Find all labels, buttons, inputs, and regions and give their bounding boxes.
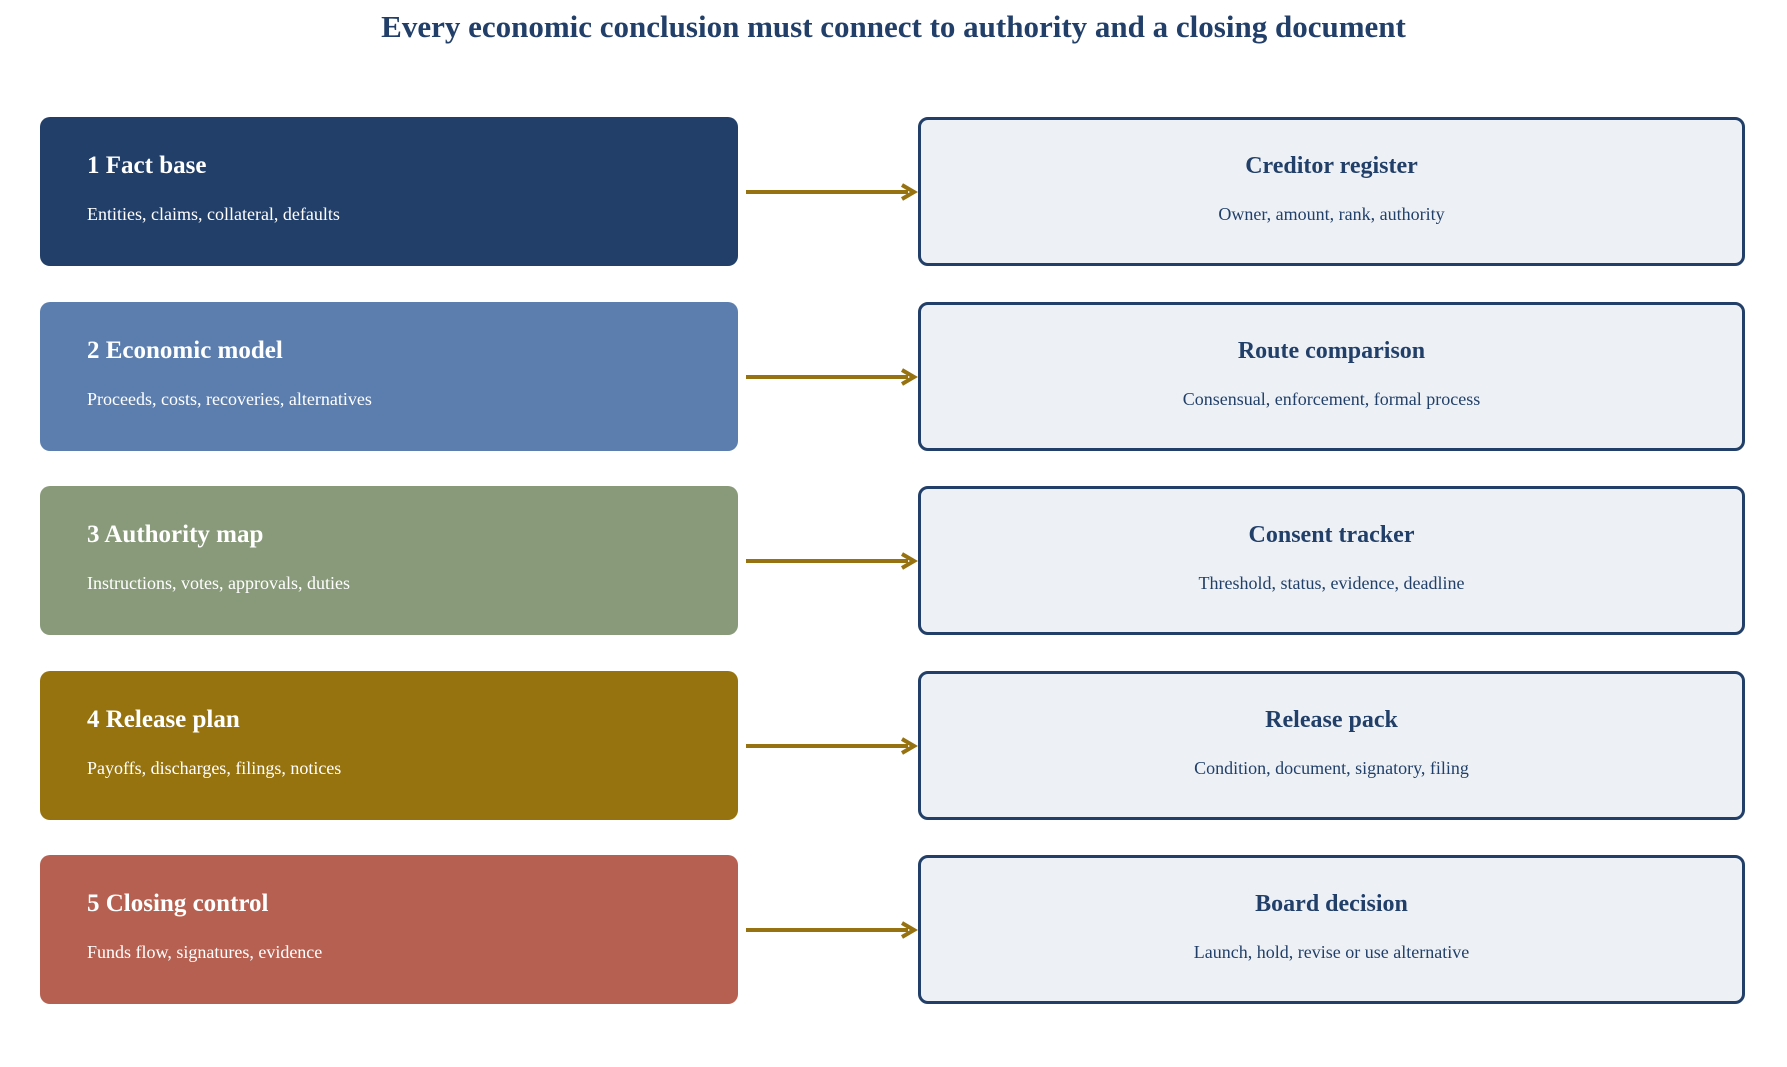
- flow-row-3: 3 Authority map Instructions, votes, app…: [0, 486, 1787, 635]
- output-title: Consent tracker: [1248, 522, 1415, 548]
- step-title: 2 Economic model: [87, 337, 283, 364]
- output-title: Board decision: [1255, 891, 1408, 917]
- step-subtitle: Payoffs, discharges, filings, notices: [87, 758, 342, 778]
- right-arrow-icon: [746, 552, 918, 570]
- output-box-route-comparison: Route comparison Consensual, enforcement…: [918, 302, 1745, 451]
- step-subtitle: Instructions, votes, approvals, duties: [87, 573, 350, 593]
- output-subtitle: Owner, amount, rank, authority: [1218, 204, 1445, 224]
- step-box-fact-base: 1 Fact base Entities, claims, collateral…: [40, 117, 738, 266]
- step-subtitle: Funds flow, signatures, evidence: [87, 942, 323, 962]
- output-box-board-decision: Board decision Launch, hold, revise or u…: [918, 855, 1745, 1004]
- output-title: Creditor register: [1245, 153, 1418, 179]
- step-box-economic-model: 2 Economic model Proceeds, costs, recove…: [40, 302, 738, 451]
- output-box-creditor-register: Creditor register Owner, amount, rank, a…: [918, 117, 1745, 266]
- output-subtitle: Launch, hold, revise or use alternative: [1193, 942, 1470, 962]
- step-title: 4 Release plan: [87, 706, 240, 733]
- output-box-consent-tracker: Consent tracker Threshold, status, evide…: [918, 486, 1745, 635]
- right-arrow-icon: [746, 737, 918, 755]
- output-subtitle: Threshold, status, evidence, deadline: [1198, 573, 1465, 593]
- step-title: 5 Closing control: [87, 890, 269, 917]
- step-subtitle: Entities, claims, collateral, defaults: [87, 204, 340, 224]
- flow-row-5: 5 Closing control Funds flow, signatures…: [0, 855, 1787, 1004]
- right-arrow-icon: [746, 183, 918, 201]
- output-box-release-pack: Release pack Condition, document, signat…: [918, 671, 1745, 820]
- step-title: 1 Fact base: [87, 152, 207, 179]
- step-box-release-plan: 4 Release plan Payoffs, discharges, fili…: [40, 671, 738, 820]
- flow-row-4: 4 Release plan Payoffs, discharges, fili…: [0, 671, 1787, 820]
- output-subtitle: Consensual, enforcement, formal process: [1182, 389, 1481, 409]
- right-arrow-icon: [746, 921, 918, 939]
- output-subtitle: Condition, document, signatory, filing: [1194, 758, 1469, 778]
- right-arrow-icon: [746, 368, 918, 386]
- step-box-authority-map: 3 Authority map Instructions, votes, app…: [40, 486, 738, 635]
- diagram-title: Every economic conclusion must connect t…: [381, 9, 1406, 44]
- output-title: Release pack: [1265, 707, 1398, 733]
- flow-row-2: 2 Economic model Proceeds, costs, recove…: [0, 302, 1787, 451]
- output-title: Route comparison: [1237, 338, 1426, 364]
- step-subtitle: Proceeds, costs, recoveries, alternative…: [87, 389, 372, 409]
- flow-row-1: 1 Fact base Entities, claims, collateral…: [0, 117, 1787, 266]
- step-title: 3 Authority map: [87, 521, 264, 548]
- step-box-closing-control: 5 Closing control Funds flow, signatures…: [40, 855, 738, 1004]
